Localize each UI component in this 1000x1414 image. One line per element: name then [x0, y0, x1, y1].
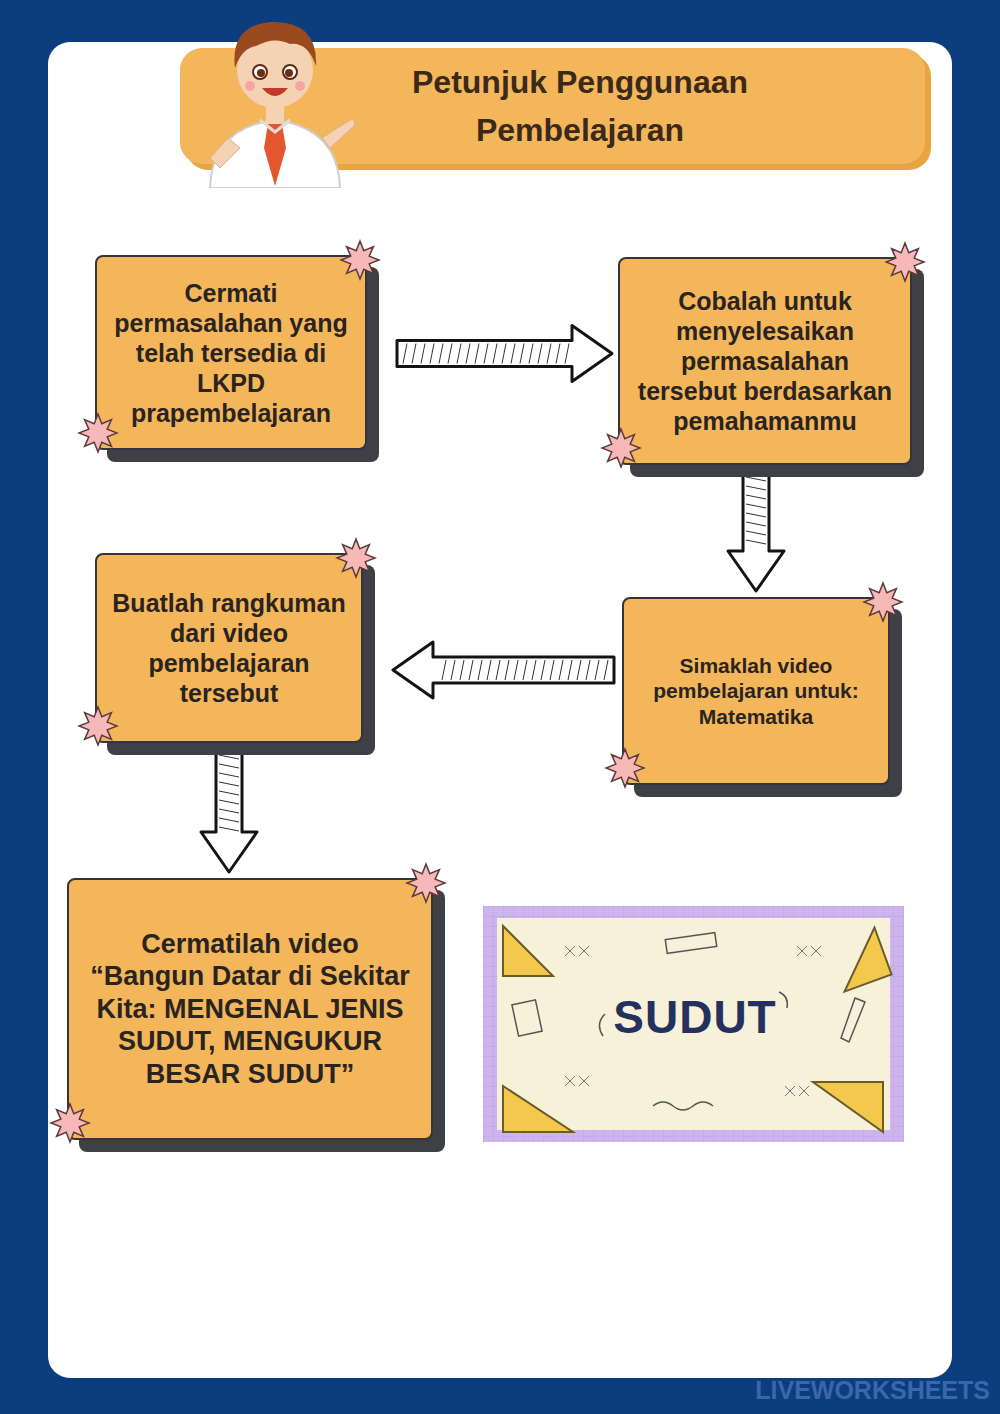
step-text: Cermati permasalahan yang telah tersedia…	[107, 278, 355, 428]
star-decoration	[339, 239, 381, 281]
star-decoration	[862, 581, 904, 623]
block-arrow	[393, 642, 614, 698]
step-box: Simaklah video pembelajaran untuk: Matem…	[622, 597, 890, 785]
title: Petunjuk Penggunaan Pembelajaran	[330, 58, 830, 154]
star-decoration	[77, 705, 119, 747]
block-arrow	[201, 749, 257, 872]
arrow-outline	[393, 642, 614, 698]
thumbnail-label: SUDUT	[585, 990, 805, 1044]
arrow-hatching	[403, 344, 569, 364]
star-decoration	[405, 862, 447, 904]
arrow-outline	[201, 749, 257, 872]
star-decoration	[604, 747, 646, 789]
star-decoration	[884, 241, 926, 283]
student-illustration	[190, 8, 360, 188]
star-decoration	[49, 1102, 91, 1144]
step-text: Simaklah video pembelajaran untuk: Matem…	[636, 653, 876, 729]
watermark: LIVEWORKSHEETS	[690, 1376, 990, 1405]
arrow-hatching	[746, 477, 766, 544]
star-decoration	[77, 412, 119, 454]
arrow-outline	[728, 471, 784, 591]
step-text: Cermatilah video “Bangun Datar di Sekita…	[83, 928, 417, 1090]
arrow-hatching	[442, 660, 608, 680]
arrow-outline	[397, 326, 612, 382]
star-decoration	[335, 537, 377, 579]
step-text: Buatlah rangkuman dari video pembelajara…	[107, 588, 351, 708]
step-box: Buatlah rangkuman dari video pembelajara…	[95, 553, 363, 743]
step-text: Cobalah untuk menyelesaikan permasalahan…	[630, 286, 900, 436]
block-arrow	[728, 471, 784, 591]
block-arrow	[397, 326, 612, 382]
step-box: Cermati permasalahan yang telah tersedia…	[95, 255, 367, 450]
star-decoration	[600, 427, 642, 469]
arrow-hatching	[219, 755, 239, 831]
step-box: Cobalah untuk menyelesaikan permasalahan…	[618, 257, 912, 465]
step-box: Cermatilah video “Bangun Datar di Sekita…	[67, 878, 433, 1140]
